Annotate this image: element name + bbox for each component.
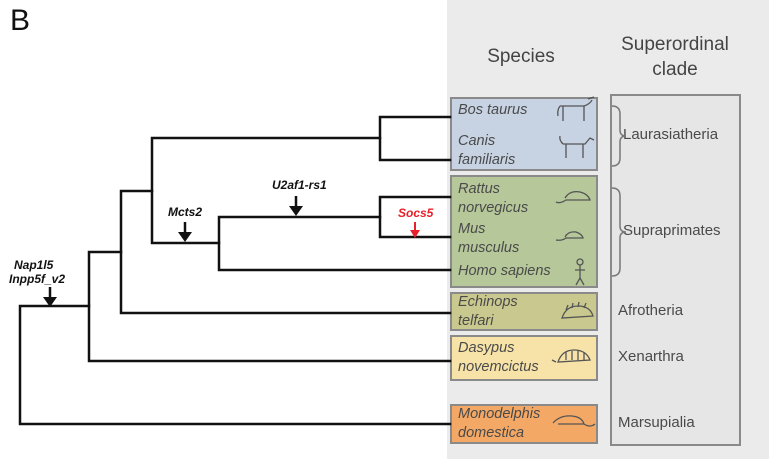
- species-name-line1: Rattus: [458, 181, 500, 197]
- rat-icon: [555, 190, 591, 204]
- species-canis-familiaris: Canis familiaris: [458, 132, 515, 170]
- species-header: Species: [487, 46, 555, 67]
- species-name-line2: musculus: [458, 240, 520, 256]
- species-name-line1: Bos taurus: [458, 102, 528, 118]
- laurasiatheria-species-box: [450, 97, 598, 171]
- species-name-line2: norvegicus: [458, 200, 529, 216]
- laurasiatheria-bracket: [611, 105, 627, 167]
- clade-header-line1: Superordinal: [621, 34, 729, 55]
- arrow-mcts2: [178, 222, 192, 242]
- species-name-line1: Monodelphis: [458, 406, 541, 422]
- xenarthra-branch: [87, 250, 452, 363]
- species-monodelphis-domestica: Monodelphis domestica: [458, 405, 540, 443]
- species-name-line2: domestica: [458, 425, 525, 441]
- laurasiatheria-branch: [378, 115, 452, 162]
- species-mus-musculus: Mus musculus: [458, 220, 519, 258]
- species-name-line1: Echinops: [458, 294, 518, 310]
- panel-letter: B: [10, 4, 31, 37]
- species-echinops-telfari: Echinops telfari: [458, 293, 518, 331]
- tenrec-icon: [561, 301, 594, 319]
- clade-xenarthra: Xenarthra: [618, 348, 684, 365]
- gene-label-inpp5f: Inpp5f_v2: [9, 272, 66, 286]
- clade-header-line2: clade: [652, 59, 698, 80]
- clade-supraprimates: Supraprimates: [623, 222, 721, 239]
- species-name-line1: Homo sapiens: [458, 263, 551, 279]
- clade-marsupialia: Marsupialia: [618, 414, 695, 431]
- afrotheria-species-box: [450, 292, 598, 331]
- root-branch: [18, 304, 452, 426]
- arrow-nap1l5: [43, 287, 57, 307]
- xenarthra-species-box: [450, 335, 598, 381]
- species-rattus-norvegicus: Rattus norvegicus: [458, 180, 528, 218]
- gene-label-nap1l5: Nap1l5: [14, 258, 54, 272]
- clade-header: Superordinal clade: [595, 32, 755, 82]
- opossum-icon: [552, 415, 596, 427]
- species-name-line1: Canis: [458, 133, 496, 149]
- mouse-icon: [555, 231, 584, 241]
- human-icon: [575, 258, 585, 286]
- armadillo-icon: [551, 349, 591, 363]
- species-homo-sapiens: Homo sapiens: [458, 262, 551, 281]
- species-name-line1: Mus: [458, 221, 486, 237]
- species-bos-taurus: Bos taurus: [458, 101, 527, 120]
- supraprimates-bracket: [611, 187, 627, 277]
- clade-column: [610, 94, 741, 446]
- gene-label-socs5: Socs5: [398, 206, 434, 220]
- gene-label-u2af1-rs1: U2af1-rs1: [272, 178, 327, 192]
- species-name-line2: telfari: [458, 313, 494, 329]
- species-name-line1: Dasypus: [458, 340, 515, 356]
- arrow-socs5: [410, 222, 420, 238]
- dog-icon: [559, 135, 595, 158]
- species-dasypus-novemcictus: Dasypus novemcictus: [458, 339, 539, 377]
- species-name-line2: novemcictus: [458, 359, 539, 375]
- cow-icon: [557, 96, 595, 121]
- arrow-u2af1: [289, 196, 303, 216]
- species-name-line2: familiaris: [458, 152, 516, 168]
- clade-afrotheria: Afrotheria: [618, 302, 684, 319]
- gene-label-mcts2: Mcts2: [168, 205, 203, 219]
- clade-laurasiatheria: Laurasiatheria: [623, 126, 719, 143]
